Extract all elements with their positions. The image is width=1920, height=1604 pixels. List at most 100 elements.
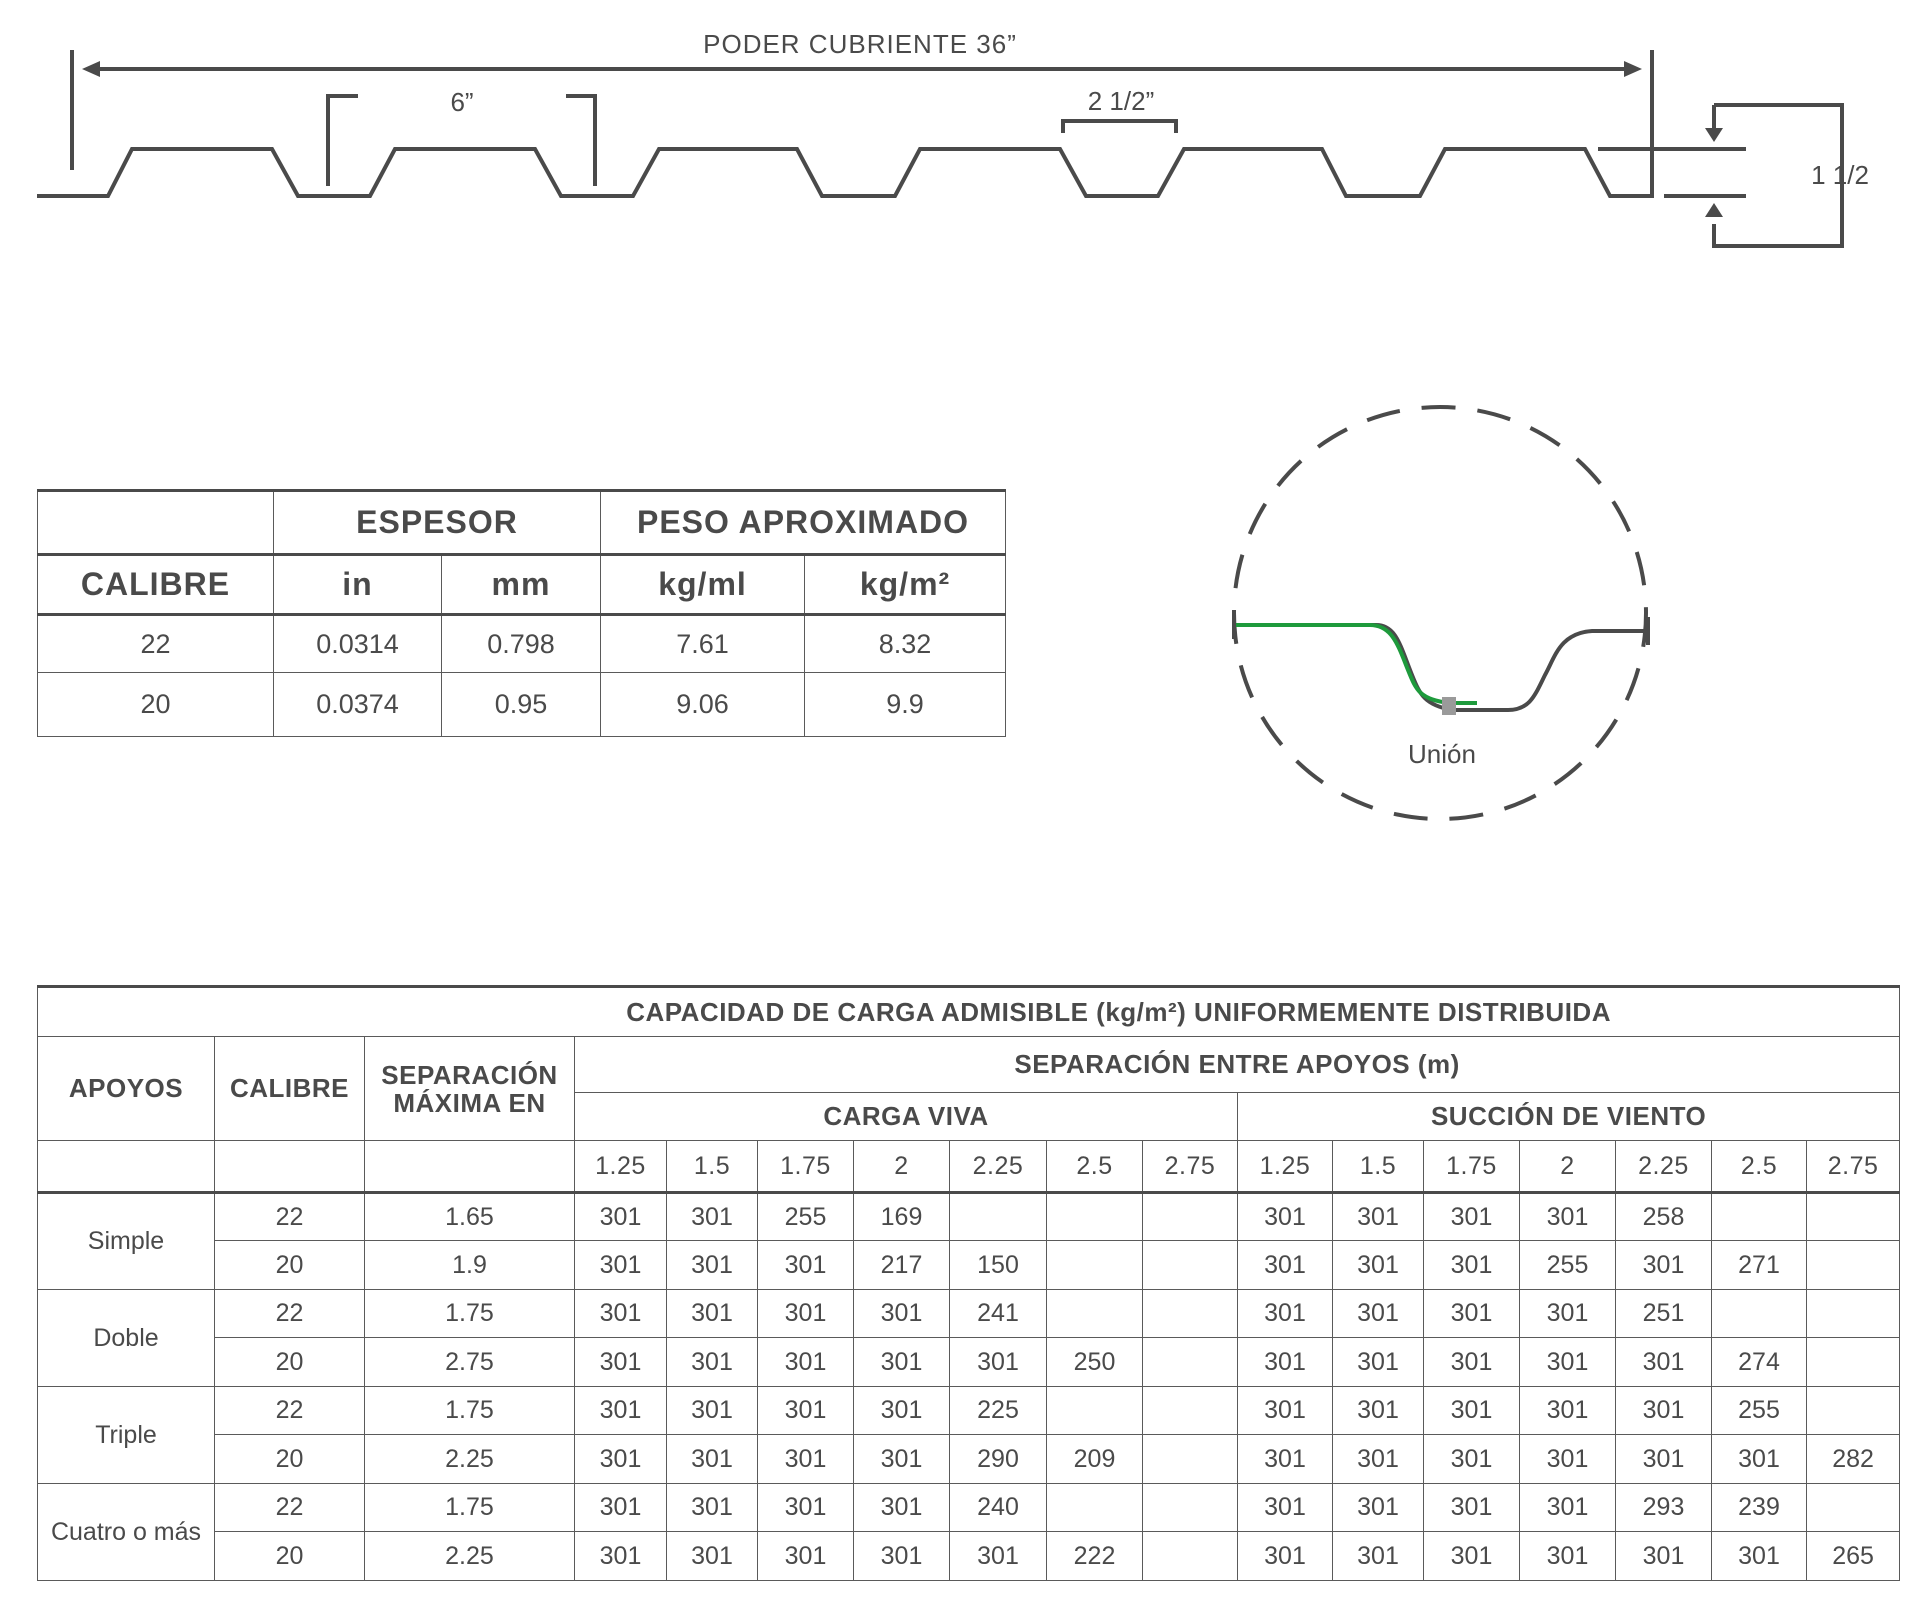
cell-capacity: 274	[1711, 1337, 1807, 1387]
cell-capacity: 258	[1615, 1192, 1712, 1241]
cell-apoyos: Cuatro o más	[37, 1483, 215, 1581]
cell-capacity: 251	[1615, 1289, 1712, 1338]
header-empty	[37, 490, 274, 555]
cell-capacity: 150	[949, 1240, 1047, 1290]
cell-capacity: 301	[853, 1531, 950, 1581]
cell-capacity: 301	[1615, 1434, 1712, 1484]
cell-capacity: 265	[1805, 1531, 1901, 1581]
span-empty	[364, 1140, 575, 1194]
cell-capacity: 301	[757, 1531, 854, 1581]
cell-capacity	[1805, 1289, 1901, 1338]
cell-capacity	[1046, 1289, 1143, 1338]
cell-capacity: 241	[949, 1289, 1047, 1338]
cell-capacity: 301	[757, 1289, 854, 1338]
cell-capacity: 301	[666, 1289, 758, 1338]
cell-separacion: 2.75	[364, 1337, 575, 1387]
cell-capacity: 301	[666, 1386, 758, 1435]
cell-capacity	[1142, 1240, 1238, 1290]
span-header: 2.25	[1615, 1140, 1712, 1194]
header-in: in	[273, 553, 442, 616]
cell-in: 0.0314	[273, 614, 442, 673]
cell-capacity	[1046, 1192, 1143, 1241]
cell-capacity: 217	[853, 1240, 950, 1290]
cell-calibre: 20	[37, 672, 274, 737]
cell-capacity: 301	[574, 1240, 667, 1290]
rib-width-label: 6”	[450, 87, 473, 117]
cell-capacity	[1142, 1531, 1238, 1581]
table-row: 20 0.0374 0.95 9.06 9.9	[37, 672, 1007, 737]
cell-capacity: 255	[757, 1192, 854, 1241]
header-apoyos: APOYOS	[37, 1036, 215, 1141]
cell-capacity	[1805, 1386, 1901, 1435]
cell-capacity: 301	[1423, 1240, 1520, 1290]
cell-capacity: 301	[853, 1434, 950, 1484]
cell-capacity	[1805, 1337, 1901, 1387]
cell-calibre: 20	[214, 1337, 365, 1387]
cell-capacity: 301	[949, 1337, 1047, 1387]
cell-capacity: 301	[1519, 1483, 1616, 1532]
span-header: 2.75	[1805, 1140, 1901, 1194]
span-header: 1.5	[666, 1140, 758, 1194]
cell-capacity: 301	[1423, 1483, 1520, 1532]
cell-kgml: 9.06	[600, 672, 805, 737]
cell-capacity	[1805, 1240, 1901, 1290]
valley-width-label: 2 1/2”	[1088, 86, 1155, 116]
cell-calibre: 22	[214, 1192, 365, 1241]
cell-capacity: 301	[757, 1386, 854, 1435]
fastener-icon	[1442, 697, 1456, 715]
cell-capacity: 301	[757, 1240, 854, 1290]
cell-capacity: 301	[1615, 1240, 1712, 1290]
cell-capacity: 301	[574, 1483, 667, 1532]
cell-capacity: 240	[949, 1483, 1047, 1532]
cell-separacion: 1.65	[364, 1192, 575, 1241]
header-calibre: CALIBRE	[214, 1036, 365, 1141]
cell-capacity: 301	[574, 1289, 667, 1338]
cell-capacity: 301	[666, 1240, 758, 1290]
cell-separacion: 2.25	[364, 1434, 575, 1484]
cell-calibre: 20	[214, 1434, 365, 1484]
cell-capacity: 290	[949, 1434, 1047, 1484]
header-separacion-apoyos: SEPARACIÓN ENTRE APOYOS (m)	[573, 1036, 1901, 1093]
cell-capacity: 301	[666, 1434, 758, 1484]
cell-capacity: 301	[1237, 1483, 1333, 1532]
cell-capacity: 209	[1046, 1434, 1143, 1484]
cell-capacity: 301	[1332, 1531, 1424, 1581]
cell-calibre: 20	[214, 1531, 365, 1581]
profile-drawing: PODER CUBRIENTE 36” 6” 2 1/2” 1 1/2	[37, 29, 1869, 248]
cell-separacion: 2.25	[364, 1531, 575, 1581]
cell-capacity: 301	[1519, 1192, 1616, 1241]
header-mm: mm	[441, 553, 601, 616]
span-header: 2.25	[949, 1140, 1047, 1194]
cell-kgml: 7.61	[600, 614, 805, 673]
cell-capacity: 301	[1237, 1337, 1333, 1387]
cell-capacity: 293	[1615, 1483, 1712, 1532]
cell-capacity: 301	[949, 1531, 1047, 1581]
cell-capacity: 301	[666, 1531, 758, 1581]
span-header: 1.5	[1332, 1140, 1424, 1194]
cell-capacity: 301	[574, 1531, 667, 1581]
cell-kgm2: 8.32	[803, 614, 1007, 673]
cell-capacity: 301	[1519, 1337, 1616, 1387]
header-calibre: CALIBRE	[37, 553, 274, 616]
span-header: 1.25	[1237, 1140, 1333, 1194]
cell-apoyos: Doble	[37, 1289, 215, 1387]
cover-width-label: PODER CUBRIENTE 36”	[703, 29, 1017, 59]
cell-capacity: 225	[949, 1386, 1047, 1435]
cell-capacity: 301	[1519, 1386, 1616, 1435]
cell-capacity: 301	[757, 1434, 854, 1484]
cell-capacity: 301	[1423, 1434, 1520, 1484]
cell-capacity: 301	[1332, 1192, 1424, 1241]
cell-capacity: 301	[757, 1483, 854, 1532]
cell-capacity: 301	[1615, 1337, 1712, 1387]
span-header: 2.75	[1142, 1140, 1238, 1194]
cell-calibre: 22	[37, 614, 274, 673]
cell-capacity: 301	[1237, 1240, 1333, 1290]
header-separacion: SEPARACIÓN MÁXIMA EN	[364, 1036, 575, 1141]
load-capacity-table: CAPACIDAD DE CARGA ADMISIBLE (kg/m²) UNI…	[36, 985, 1901, 1581]
cell-capacity: 301	[1423, 1386, 1520, 1435]
cell-capacity: 301	[1519, 1289, 1616, 1338]
cell-capacity	[1711, 1192, 1807, 1241]
